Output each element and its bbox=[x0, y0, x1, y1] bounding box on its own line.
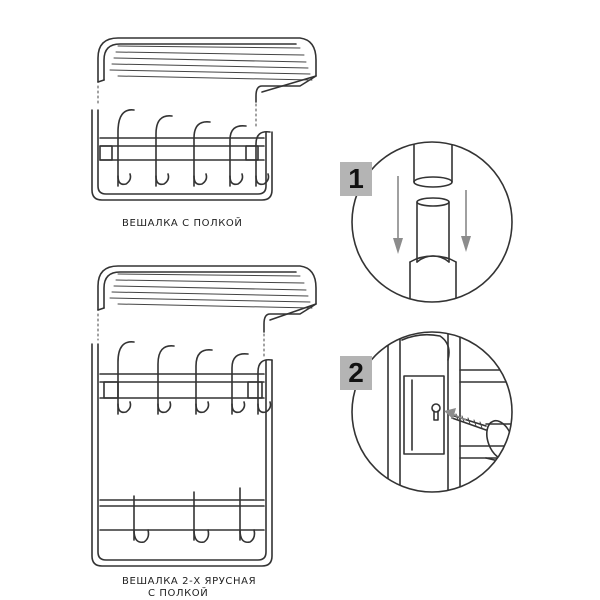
hanger-single-illustration bbox=[91, 37, 317, 201]
upper-hooks-row bbox=[117, 341, 273, 415]
hooks-row bbox=[117, 109, 271, 187]
step-badge-1: 1 bbox=[340, 162, 372, 196]
insertion-arrow bbox=[444, 408, 467, 421]
lower-hooks-row bbox=[133, 487, 256, 544]
detail-tube-insertion bbox=[351, 141, 513, 303]
step-badge-2: 2 bbox=[340, 356, 372, 390]
downward-arrows bbox=[393, 176, 471, 254]
hanger-double-illustration bbox=[91, 265, 317, 567]
caption-hanger-double-line2: С ПОЛКОЙ bbox=[148, 588, 209, 599]
shelf-slats bbox=[109, 45, 313, 81]
shelf-slats-2 bbox=[109, 273, 313, 309]
caption-hanger-double-line1: ВЕШАЛКА 2-Х ЯРУСНАЯ bbox=[122, 576, 257, 587]
caption-hanger-single: ВЕШАЛКА С ПОЛКОЙ bbox=[122, 218, 243, 229]
detail-screw-mounting bbox=[351, 331, 513, 493]
